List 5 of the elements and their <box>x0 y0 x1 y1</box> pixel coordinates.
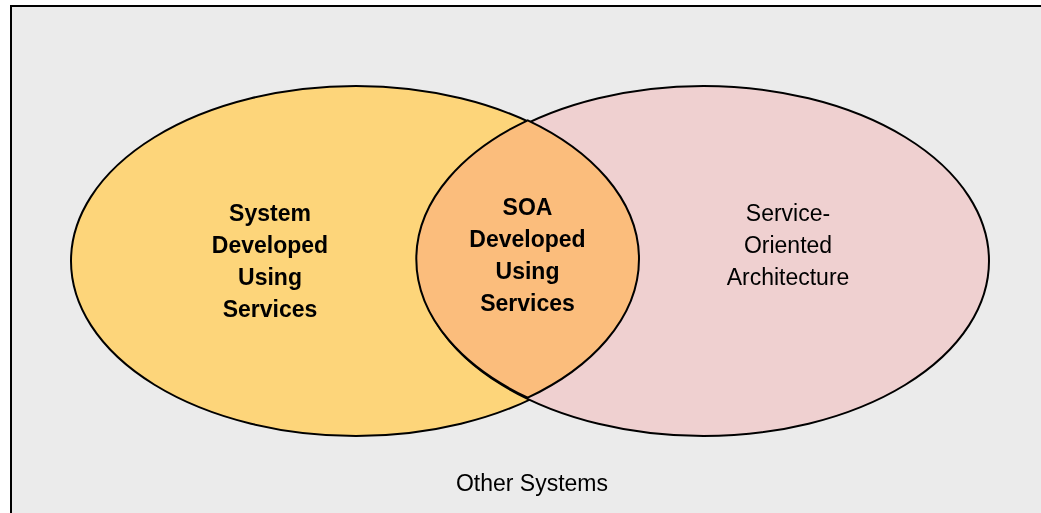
region-label: SOA Developed Using Services <box>468 193 587 318</box>
universe-box <box>10 5 1041 513</box>
set-label: System Developed Using Services <box>210 199 330 324</box>
set-label: Service-Oriented Architecture <box>725 199 851 292</box>
universe-label: Other Systems <box>454 469 610 498</box>
